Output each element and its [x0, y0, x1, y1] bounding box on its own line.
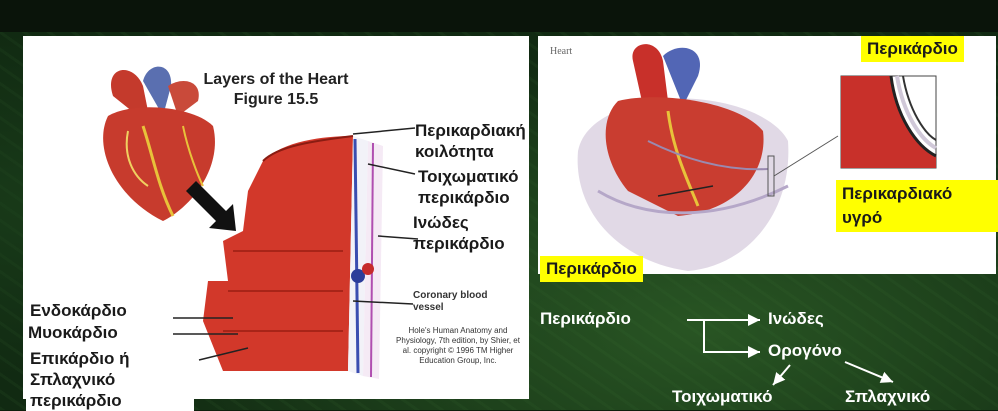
diagram-root-pericardium: Περικάρδιο — [540, 308, 631, 330]
diagram-fibrous: Ινώδες — [768, 308, 824, 330]
diagram-serous: Ορογόνο — [768, 340, 842, 362]
diagram-visceral: Σπλαχνικό — [845, 386, 930, 408]
diagram-parietal: Τοιχωματικό — [672, 386, 772, 408]
